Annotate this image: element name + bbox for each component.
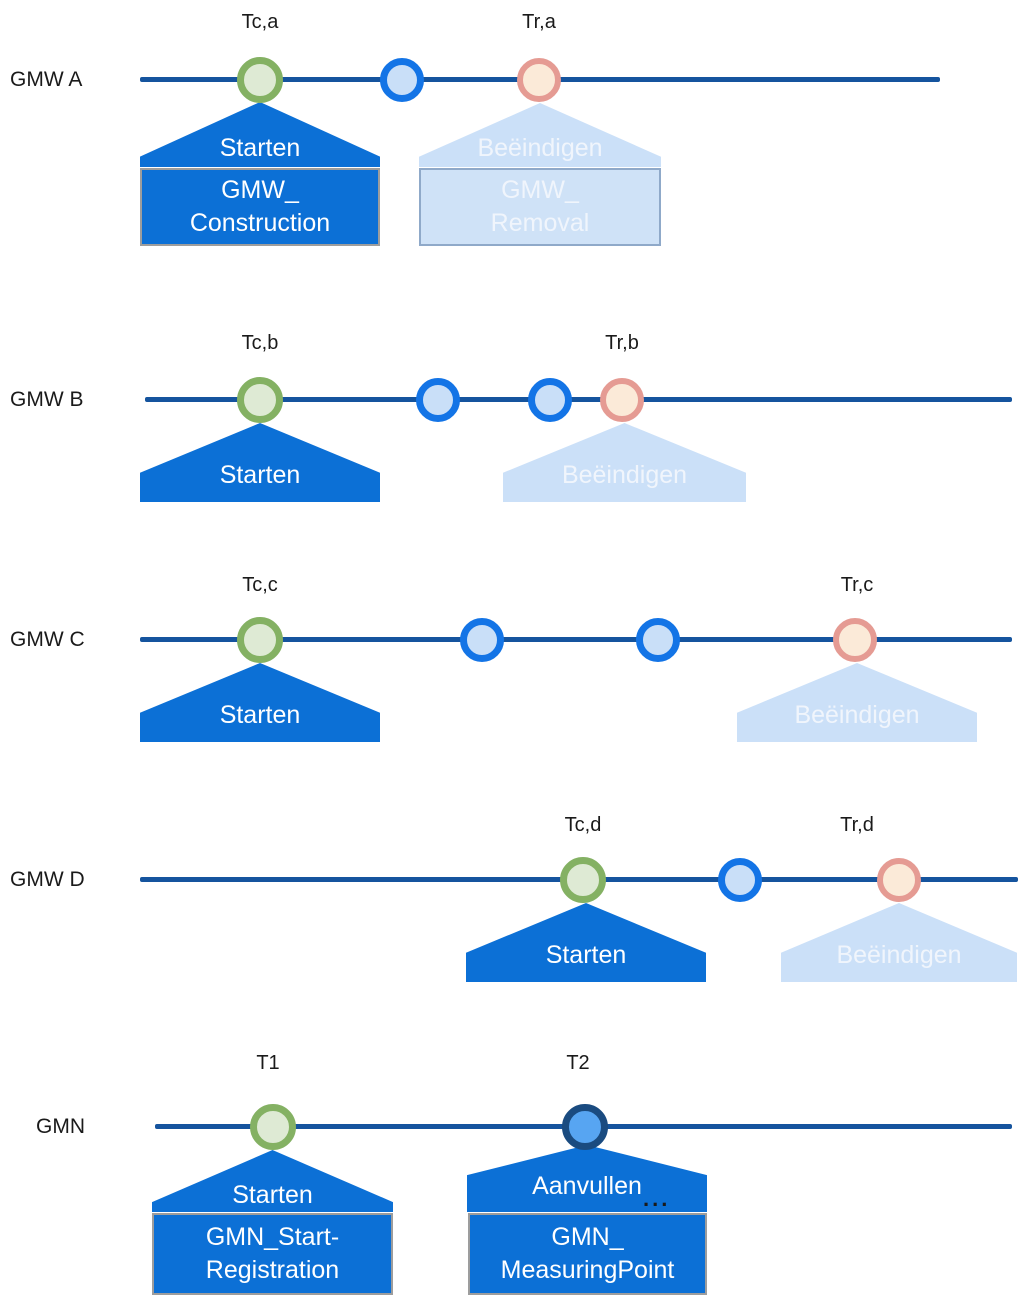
- event-flag-starten-gmw-d: Starten: [466, 903, 706, 982]
- time-label-tca: Tc,a: [241, 11, 279, 33]
- document-box-gmw-construction: GMW_ Construction: [140, 168, 380, 246]
- observation-marker-icon: [718, 858, 762, 902]
- event-flag-beeindigen-gmw-d: Beëindigen: [781, 903, 1017, 982]
- observation-marker-icon: [636, 618, 680, 662]
- document-line-2: MeasuringPoint: [500, 1256, 675, 1284]
- time-label-t2: T2: [566, 1052, 590, 1074]
- ellipsis-dots: ...: [643, 1186, 671, 1211]
- time-label-t1: T1: [256, 1052, 280, 1074]
- event-flag-label: Aanvullen: [532, 1172, 642, 1200]
- construction-marker-icon: [237, 617, 283, 663]
- event-flag-label: Beëindigen: [477, 134, 603, 162]
- event-flag-label: Starten: [219, 461, 301, 489]
- document-line-1: GMW_: [501, 176, 579, 204]
- event-flag-label: Beëindigen: [836, 941, 962, 969]
- event-flag-aanvullen-gmn: Aanvullen: [467, 1145, 707, 1212]
- event-flag-label: Starten: [232, 1181, 313, 1209]
- time-label-trc: Tr,c: [840, 574, 874, 596]
- event-flag-label: Starten: [219, 134, 301, 162]
- removal-marker-icon: [877, 858, 921, 902]
- document-line-1: GMN_: [551, 1223, 624, 1251]
- timeline-gmw-b: [145, 397, 1012, 402]
- removal-marker-icon: [833, 618, 877, 662]
- construction-marker-icon: [560, 857, 606, 903]
- document-box-gmn-measuringpoint: GMN_ MeasuringPoint: [468, 1213, 707, 1295]
- timeline-gmw-c: [140, 637, 1012, 642]
- observation-marker-icon: [380, 58, 424, 102]
- row-label-gmw-a: GMW A: [10, 68, 83, 91]
- time-label-tcb: Tc,b: [241, 332, 279, 354]
- row-label-gmw-d: GMW D: [10, 868, 85, 891]
- event-flag-starten-gmw-c: Starten: [140, 663, 380, 742]
- document-line-2: Construction: [189, 209, 331, 237]
- event-flag-beeindigen-gmw-a: Beëindigen: [419, 103, 661, 167]
- row-label-gmn: GMN: [36, 1115, 85, 1138]
- document-box-gmw-removal: GMW_ Removal: [419, 168, 661, 246]
- event-flag-starten-gmn: Starten: [152, 1150, 393, 1212]
- document-line-2: Registration: [205, 1256, 340, 1284]
- event-flag-label: Beëindigen: [794, 701, 920, 729]
- observation-marker-icon: [416, 378, 460, 422]
- row-label-gmw-c: GMW C: [10, 628, 85, 651]
- event-flag-label: Beëindigen: [561, 461, 688, 489]
- time-label-trb: Tr,b: [605, 332, 639, 354]
- event-flag-beeindigen-gmw-b: Beëindigen: [503, 423, 746, 502]
- row-label-gmw-b: GMW B: [10, 388, 84, 411]
- construction-marker-icon: [237, 377, 283, 423]
- event-flag-label: Starten: [545, 941, 627, 969]
- event-flag-beeindigen-gmw-c: Beëindigen: [737, 663, 977, 742]
- event-flag-starten-gmw-a: Starten: [140, 102, 380, 167]
- removal-marker-icon: [600, 378, 644, 422]
- document-line-1: GMW_: [221, 176, 299, 204]
- event-flag-starten-gmw-b: Starten: [140, 423, 380, 502]
- start-registration-marker-icon: [250, 1104, 296, 1150]
- event-flag-label: Starten: [219, 701, 301, 729]
- time-label-trd: Tr,d: [840, 814, 874, 836]
- time-label-tra: Tr,a: [522, 11, 556, 33]
- time-label-tcd: Tc,d: [564, 814, 602, 836]
- removal-marker-icon: [517, 58, 561, 102]
- observation-marker-icon: [528, 378, 572, 422]
- time-label-tcc: Tc,c: [242, 574, 278, 596]
- document-line-2: Removal: [490, 209, 590, 237]
- measuring-point-marker-icon: [562, 1104, 608, 1150]
- document-box-gmn-startregistration: GMN_Start- Registration: [152, 1213, 393, 1295]
- construction-marker-icon: [237, 57, 283, 103]
- document-line-1: GMN_Start-: [205, 1223, 340, 1251]
- observation-marker-icon: [460, 618, 504, 662]
